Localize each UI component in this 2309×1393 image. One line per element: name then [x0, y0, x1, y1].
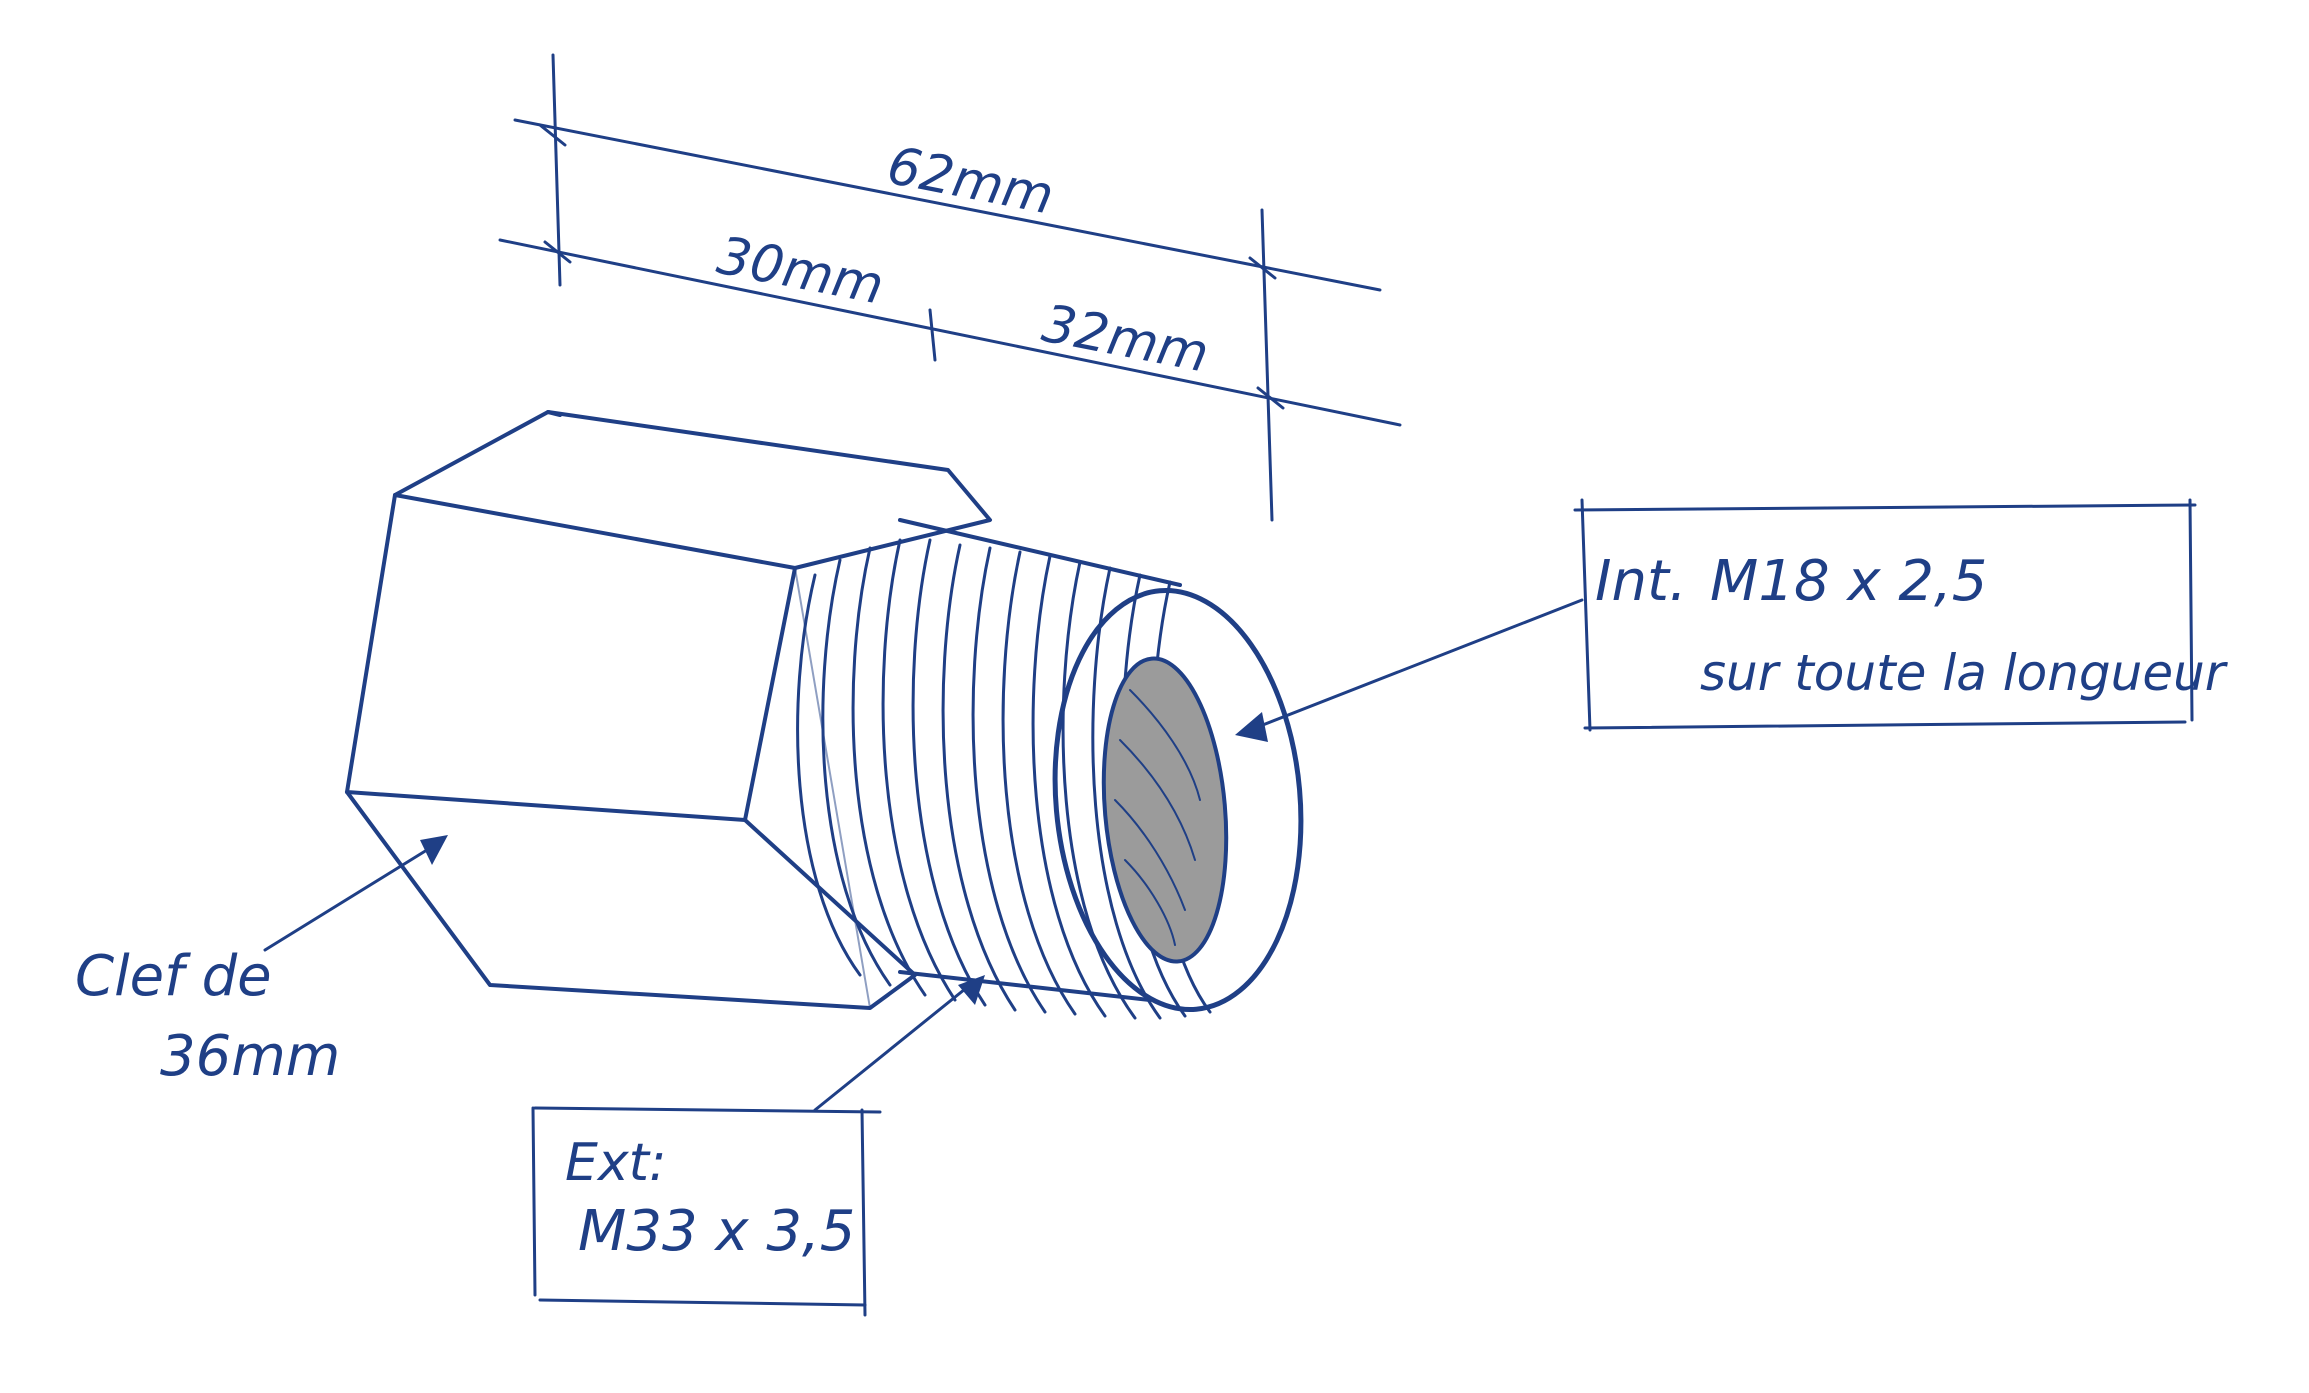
wrench-size-value: 36mm — [160, 1024, 340, 1089]
hex-nut-body — [345, 410, 992, 1010]
dimension-overall: 62mm — [883, 136, 1059, 227]
dimension-thread-length: 32mm — [1038, 294, 1214, 385]
threaded-shank — [796, 518, 1212, 1020]
wrench-size-leader — [263, 835, 448, 952]
external-thread-spec: M33 x 3,5 — [578, 1199, 855, 1264]
internal-thread-spec: M18 x 2,5 — [1710, 549, 1987, 614]
internal-thread-leader — [1235, 598, 1584, 742]
internal-thread-prefix: Int. — [1595, 549, 1687, 614]
internal-thread-note: sur toute la longueur — [1700, 644, 2229, 702]
external-thread-leader — [813, 975, 985, 1112]
dimension-lines — [498, 53, 1402, 522]
external-thread-label: Ext: — [565, 1133, 667, 1193]
wrench-size-label: Clef de — [75, 944, 272, 1009]
external-thread-callout-box — [531, 1106, 882, 1317]
internal-bore — [1101, 656, 1229, 964]
internal-thread-callout-box — [1573, 498, 2197, 732]
shank-end-face — [1052, 588, 1304, 1012]
